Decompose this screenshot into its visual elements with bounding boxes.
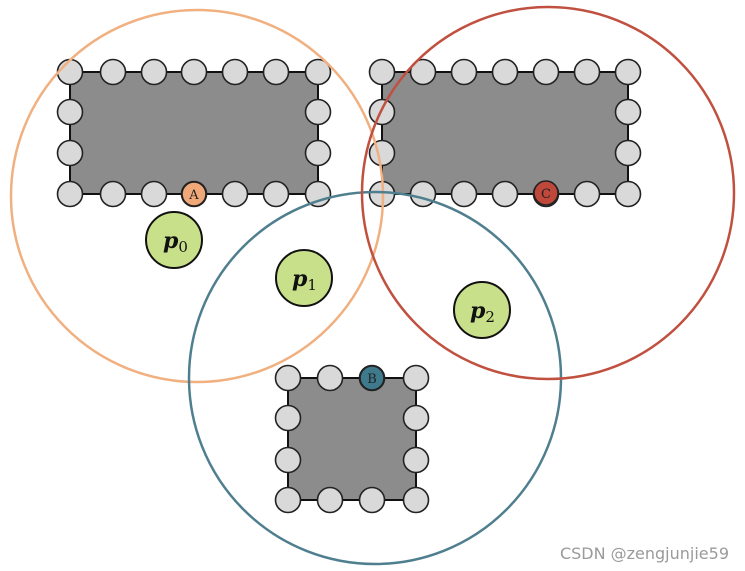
obstacle-bottom-node bbox=[274, 486, 302, 514]
obstacle-bottom-node bbox=[402, 404, 430, 432]
contact-b-marker bbox=[359, 365, 385, 391]
obstacle-bottom-node bbox=[316, 364, 344, 392]
obstacle-top-right-node bbox=[368, 139, 396, 167]
obstacle-top-right-node bbox=[491, 58, 519, 86]
obstacle-top-right-node bbox=[368, 98, 396, 126]
obstacle-bottom-node bbox=[274, 446, 302, 474]
obstacle-top-left-node bbox=[56, 58, 84, 86]
obstacle-top-right-node bbox=[614, 58, 642, 86]
obstacle-bottom-node bbox=[402, 486, 430, 514]
obstacle-top-right-node bbox=[573, 58, 601, 86]
point-p0-marker bbox=[145, 211, 203, 269]
point-p0-subscript: 0 bbox=[178, 238, 188, 256]
point-p1-subscript: 1 bbox=[307, 276, 317, 294]
obstacle-top-left bbox=[69, 71, 319, 195]
obstacle-top-left-node bbox=[140, 180, 168, 208]
range-circle-c bbox=[360, 5, 736, 381]
obstacle-bottom-node bbox=[358, 486, 386, 514]
obstacle-top-right-node bbox=[614, 180, 642, 208]
obstacle-top-left-node bbox=[56, 139, 84, 167]
obstacle-bottom-node bbox=[402, 446, 430, 474]
obstacle-top-left-node bbox=[262, 58, 290, 86]
point-p1-marker bbox=[275, 249, 333, 307]
obstacle-top-left-node bbox=[140, 58, 168, 86]
contact-c-label: C bbox=[541, 187, 551, 202]
point-p1-symbol: p bbox=[292, 266, 308, 292]
point-p2-label: p2 bbox=[470, 298, 495, 326]
obstacle-top-right-node bbox=[532, 58, 560, 86]
point-p1-label: p1 bbox=[292, 266, 317, 294]
obstacle-top-right-node bbox=[614, 98, 642, 126]
obstacle-top-right-node bbox=[491, 180, 519, 208]
obstacle-top-right-node bbox=[368, 58, 396, 86]
obstacle-top-right-node bbox=[614, 139, 642, 167]
obstacle-bottom bbox=[287, 377, 417, 501]
watermark: CSDN @zengjunjie59 bbox=[559, 544, 729, 563]
obstacle-top-left-node bbox=[56, 180, 84, 208]
obstacle-bottom-node bbox=[402, 364, 430, 392]
obstacle-top-left-node bbox=[304, 139, 332, 167]
obstacle-top-left-node bbox=[180, 58, 208, 86]
contact-c: C bbox=[533, 180, 559, 206]
point-p2-symbol: p bbox=[470, 298, 486, 324]
obstacle-top-left-node bbox=[56, 98, 84, 126]
point-p1: p1 bbox=[275, 249, 333, 307]
contact-a: A bbox=[181, 181, 207, 207]
contact-a-label: A bbox=[188, 188, 199, 203]
obstacle-top-left-node bbox=[99, 180, 127, 208]
obstacle-bottom-node bbox=[316, 486, 344, 514]
obstacle-top-right-node bbox=[409, 180, 437, 208]
contact-b-label: B bbox=[367, 372, 377, 387]
obstacle-bottom-node bbox=[274, 404, 302, 432]
point-p0: p0 bbox=[145, 211, 203, 269]
obstacle-top-right-node bbox=[450, 58, 478, 86]
point-p0-symbol: p bbox=[163, 228, 179, 254]
contact-c-marker bbox=[533, 180, 559, 206]
point-p0-label: p0 bbox=[163, 228, 188, 256]
contact-a-marker bbox=[181, 181, 207, 207]
obstacle-top-right-node bbox=[450, 180, 478, 208]
obstacle-top-left-node bbox=[99, 58, 127, 86]
obstacle-top-left-node bbox=[262, 180, 290, 208]
point-p2-marker bbox=[453, 281, 511, 339]
point-p2-subscript: 2 bbox=[485, 308, 495, 326]
obstacle-top-left-node bbox=[221, 58, 249, 86]
obstacle-bottom-nodes bbox=[274, 364, 430, 514]
obstacle-top-right-node bbox=[573, 180, 601, 208]
obstacle-top-right-node bbox=[409, 58, 437, 86]
obstacle-top-left-node bbox=[304, 98, 332, 126]
obstacle-bottom-node bbox=[274, 364, 302, 392]
contact-b: B bbox=[359, 365, 385, 391]
point-p2: p2 bbox=[453, 281, 511, 339]
obstacle-top-right bbox=[381, 71, 629, 195]
obstacle-top-left-node bbox=[304, 58, 332, 86]
obstacle-top-left-node bbox=[221, 180, 249, 208]
range-circle-a bbox=[9, 8, 385, 384]
